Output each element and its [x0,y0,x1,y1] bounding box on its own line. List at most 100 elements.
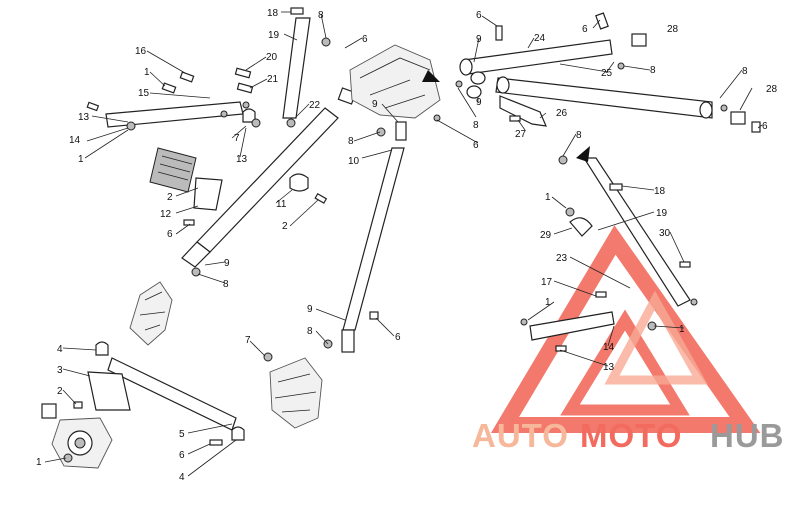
nut-8-top [321,37,331,47]
bolt-6-bottom [209,439,223,446]
nut-1-brace [520,318,528,326]
nut-8-far [720,104,728,112]
brace-bolt-upper [179,71,195,83]
callout-30: 30 [659,228,671,239]
center-tube-bar [342,147,405,331]
nut-7-lower [263,352,273,362]
callout-18: 18 [267,8,279,19]
callout-19: 19 [656,208,668,219]
callout-22: 22 [309,100,321,111]
callout-23: 23 [556,253,568,264]
bolt-18 [290,7,304,15]
callout-8: 8 [318,10,324,21]
callout-1: 1 [144,67,150,78]
brace-bolt-end [220,110,228,118]
logo-inner-triangle [560,309,690,416]
logo-offset-triangle [604,290,708,385]
leader-lines [44,11,763,477]
nut-8-right [558,155,568,165]
watermark-word-hub: HUB [710,417,785,454]
bolt-18-right [609,183,623,191]
callout-1: 1 [545,297,551,308]
nut-1-right [565,207,575,217]
housing-body [349,44,441,119]
pointer-arrow-top [422,70,440,82]
callout-21: 21 [267,74,279,85]
callout-13: 13 [236,154,248,165]
nut-8-tube-right [617,62,625,70]
fastener-group-20-21 [234,67,261,128]
callout-6: 6 [762,121,768,132]
callout-10: 10 [348,156,360,167]
center-tube-clamp-top [395,121,407,141]
connector [41,403,57,419]
nut-22 [286,118,296,128]
pointer-arrow-right [576,146,590,162]
tube-24-end [459,58,473,76]
watermark-word-moto: MOTO [580,417,682,454]
strut-19-bar [282,17,311,119]
gear-hub [74,437,86,449]
callout-9: 9 [224,258,230,269]
center-lower-housing [263,352,323,429]
brace-nut [126,121,136,131]
upper-right-tubes [455,12,761,133]
callout-1: 1 [36,457,42,468]
callout-2: 2 [57,386,63,397]
bolt-6-lower [369,311,379,320]
callout-20: 20 [266,52,278,63]
callout-6: 6 [167,229,173,240]
bolt-6-top-right [495,25,503,41]
tube-25-end [496,76,510,94]
strut-19-right [582,157,691,307]
bolt-6-top [595,12,609,30]
steering-tube-10 [181,87,357,268]
callout-1: 1 [545,192,551,203]
bolt-30 [679,261,691,268]
callout-17: 17 [541,277,553,288]
callout-7: 7 [234,133,240,144]
callout-13: 13 [603,362,615,373]
callout-labels: 18 8 19 6 6 24 6 28 16 20 1 21 9 8 25 8 … [36,8,778,483]
right-strut-assembly [520,146,698,352]
callout-7: 7 [245,335,251,346]
callout-6: 6 [476,10,482,21]
cap-28-top [631,33,647,47]
callout-6: 6 [473,140,479,151]
nut-8-tube [455,80,463,88]
brace-washer [86,101,100,112]
callout-9: 9 [476,34,482,45]
callout-6: 6 [582,24,588,35]
callout-2: 2 [282,221,288,232]
tube-10-bottom-end [181,241,211,268]
bolt-21 [236,82,254,94]
callout-8: 8 [223,279,229,290]
cap-28-right [730,111,746,125]
callout-25: 25 [601,68,613,79]
pin-27 [509,115,521,122]
brace-14-right [529,311,615,341]
watermark-word-auto: AUTO [472,417,569,454]
bolt-17 [595,291,607,298]
callout-14: 14 [603,342,615,353]
upper-left-brace [86,71,250,131]
callout-14: 14 [69,135,81,146]
clip-29 [569,217,593,237]
bushing-4-lower [231,426,245,441]
callout-27: 27 [515,129,527,140]
left-lower-mount [129,267,201,346]
callout-9: 9 [372,99,378,110]
center-tube-clamp-bottom [341,329,355,353]
bushing-11-body [289,173,309,192]
callout-6: 6 [395,332,401,343]
callout-8: 8 [307,326,313,337]
bushing-9-upper [470,71,486,85]
bracket-3 [87,371,131,411]
callout-6: 6 [179,450,185,461]
callout-11: 11 [276,199,287,210]
callout-8: 8 [576,130,582,141]
callout-16: 16 [135,46,147,57]
lower-housing-lines [274,373,317,413]
callout-1: 1 [78,154,84,165]
